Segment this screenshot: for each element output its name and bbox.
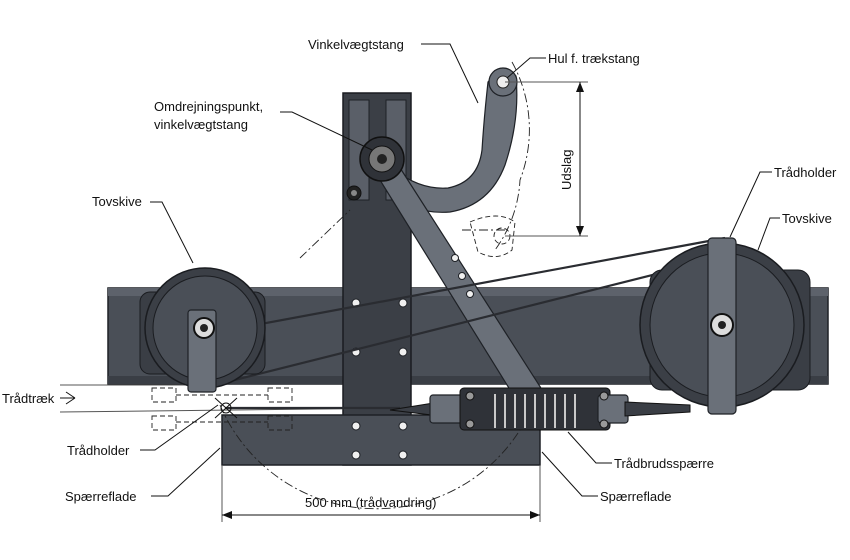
label-hul-traekstang: Hul f. trækstang <box>548 51 640 66</box>
tension-spring <box>389 387 691 431</box>
travel-dimension <box>221 465 541 522</box>
label-tradholder-left: Trådholder <box>67 443 130 458</box>
label-tovskive-right: Tovskive <box>782 211 832 226</box>
label-spaerreflade-right: Spærreflade <box>600 489 672 504</box>
label-omdrejningspunkt-2: vinkelvægtstang <box>154 117 248 132</box>
wires <box>59 236 726 413</box>
label-spaerreflade-left: Spærreflade <box>65 489 137 504</box>
label-tradbrudsspaerre: Trådbrudsspærre <box>614 456 714 471</box>
bell-crank-lever <box>359 67 556 423</box>
label-dimension-500mm: 500 mm (trådvandring) <box>305 495 437 510</box>
udslag-dimension <box>505 81 588 237</box>
label-tovskive-left: Tovskive <box>92 194 142 209</box>
left-wire-holder <box>214 397 238 419</box>
leader-lines <box>60 43 780 497</box>
label-tradtraek: Trådtræk <box>2 391 55 406</box>
swing-phantom-lines <box>151 61 530 510</box>
label-vinkelvaegtstang: Vinkelvægtstang <box>308 37 404 52</box>
label-tradholder-right: Trådholder <box>774 165 837 180</box>
label-udslag: Udslag <box>559 150 574 190</box>
left-pulley <box>139 267 266 393</box>
right-pulley <box>639 237 811 415</box>
label-omdrejningspunkt: Omdrejningspunkt, <box>154 99 263 114</box>
